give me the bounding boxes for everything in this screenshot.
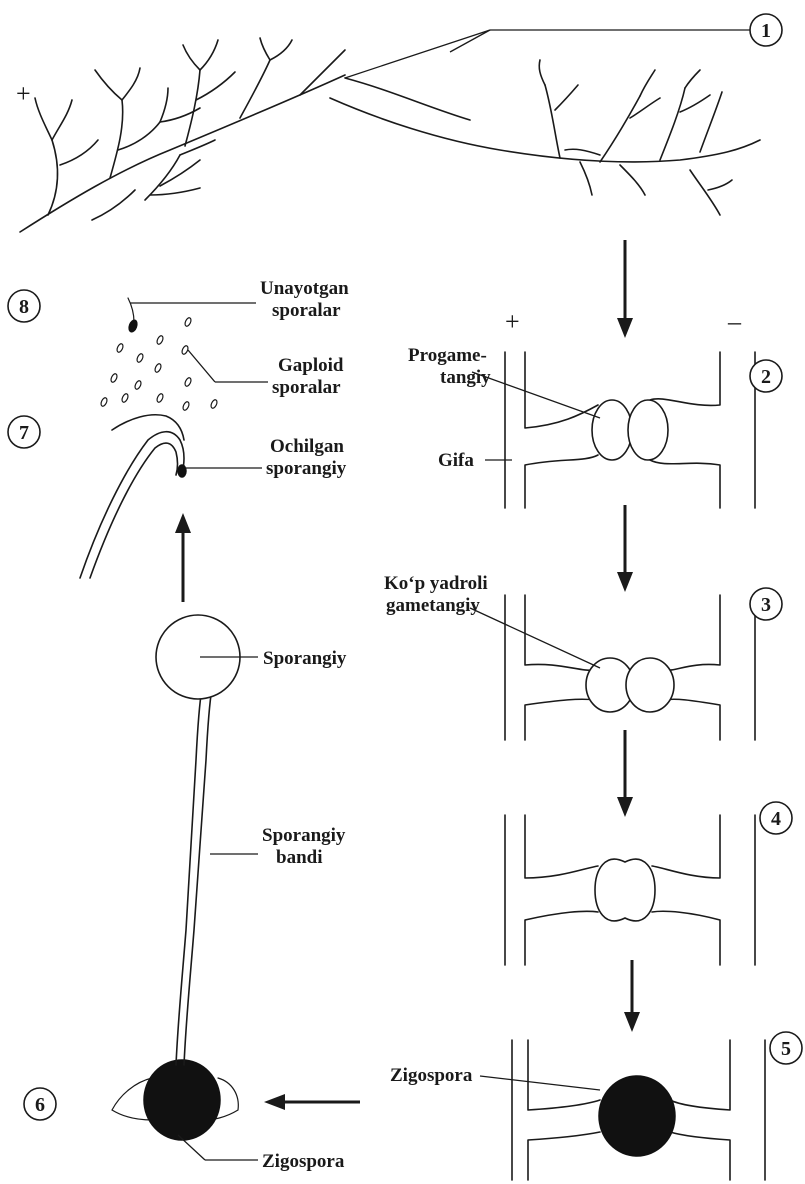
arrow-5-to-6 (264, 1094, 360, 1110)
sporangiophore (176, 688, 212, 1065)
step-3-marker: 3 (750, 588, 782, 620)
step-5-marker: 5 (770, 1032, 802, 1064)
opened-sporangium (80, 415, 184, 578)
gametangium-minus (626, 658, 674, 712)
step-8-label: 8 (19, 296, 29, 318)
ochilgan-label-line1: Ochilgan (270, 436, 344, 457)
step-1-label: 1 (761, 20, 771, 42)
arrow-2-to-3 (617, 505, 633, 592)
step-2-marker: 2 (750, 360, 782, 392)
plus-sign-mycelium: + (16, 79, 31, 108)
hyphae-stage-3 (505, 595, 755, 740)
step-5-label: 5 (781, 1038, 791, 1060)
zygospore-stage-5 (599, 1076, 675, 1156)
unayotgan-label-line1: Unayotgan (260, 278, 349, 299)
step-1-marker: 1 (345, 14, 782, 78)
zigospora-label-right: Zigospora (390, 1065, 473, 1086)
sporangiy-bandi-label-line2: bandi (276, 847, 322, 868)
arrow-1-to-2 (617, 240, 633, 338)
gifa-label: Gifa (438, 450, 474, 471)
fusing-gametangia (595, 859, 655, 921)
progametangium-plus (592, 400, 632, 460)
kop-yadroli-label-line1: Ko‘p yadroli (384, 573, 488, 594)
sporangium-tip (178, 465, 186, 477)
step-6-marker: 6 (24, 1088, 56, 1120)
step-7-marker: 7 (8, 416, 40, 448)
step-6-label: 6 (35, 1094, 45, 1116)
step-4-marker: 4 (760, 802, 792, 834)
mycelium-plus (20, 38, 345, 232)
step-8-marker: 8 (8, 290, 40, 322)
progametangiy-label-line2: tangiy (440, 367, 491, 388)
step-2-label: 2 (761, 366, 771, 388)
gaploid-label-line1: Gaploid (278, 355, 344, 376)
gaploid-label-line2: sporalar (272, 377, 341, 398)
sporangiy-label: Sporangiy (263, 648, 347, 669)
unayotgan-label-line2: sporalar (272, 300, 341, 321)
mycelium-minus (330, 60, 760, 215)
zygospore-stage-6 (112, 1060, 238, 1140)
progametangiy-label-line1: Progame- (408, 345, 487, 366)
step-7-label: 7 (19, 422, 29, 444)
ochilgan-label-line2: sporangiy (266, 458, 347, 479)
progametangium-minus (628, 400, 668, 460)
step-3-label: 3 (761, 594, 771, 616)
gametangiy-label-line2: gametangiy (386, 595, 480, 616)
arrow-4-to-5 (624, 960, 640, 1032)
arrow-3-to-4 (617, 730, 633, 817)
minus-sign-gametangia: – (727, 307, 742, 336)
sporangiy-bandi-label-line1: Sporangiy (262, 825, 346, 846)
zigospora-label-bottom: Zigospora (262, 1151, 345, 1172)
plus-sign-gametangia: + (505, 307, 520, 336)
step-4-label: 4 (771, 808, 781, 830)
arrow-6-to-7 (175, 513, 191, 602)
